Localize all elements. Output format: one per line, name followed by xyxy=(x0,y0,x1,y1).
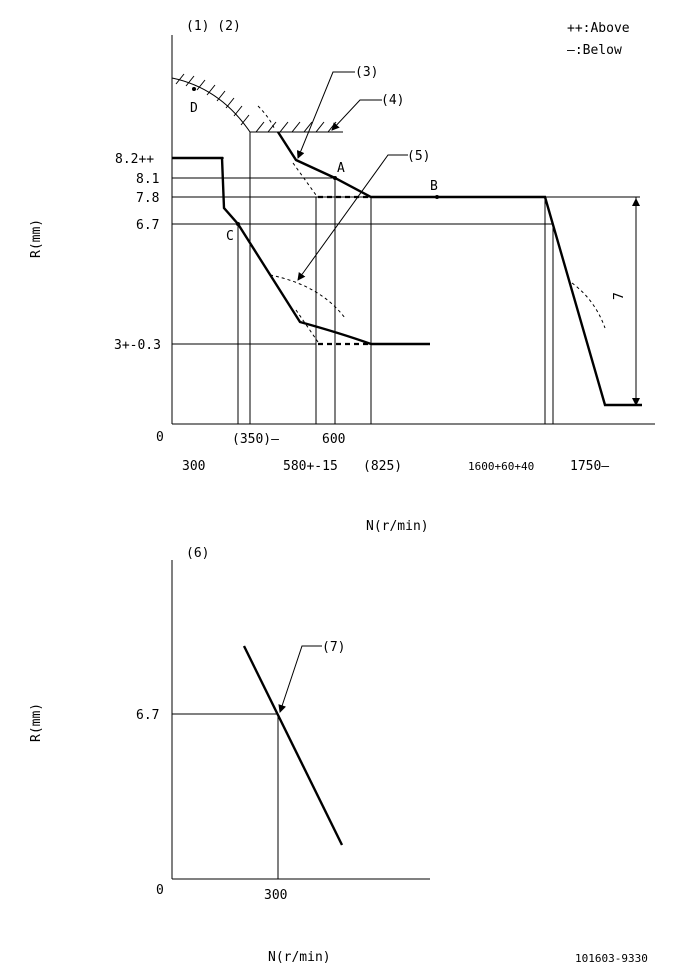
bottom-y-tick-6-7: 6.7 xyxy=(136,708,159,723)
part-number: 101603-9330 xyxy=(575,952,648,965)
dashed-curve-b xyxy=(292,162,317,196)
x-tick-580: 580+-15 xyxy=(283,459,338,474)
point-c-marker xyxy=(236,222,240,226)
x-tick-1600: 1600+60+40 xyxy=(468,460,534,473)
point-b-marker xyxy=(435,195,439,199)
callout-3-label: (3) xyxy=(355,65,378,80)
hatched-limit-boundary xyxy=(171,73,343,133)
y-tick-8-1: 8.1 xyxy=(136,172,159,187)
callout-4-leader xyxy=(331,99,382,131)
top-chart: (1) (2) ++:Above —:Below R(mm) 8.2++ 8.1… xyxy=(29,19,655,534)
bottom-x-tick-300: 300 xyxy=(264,888,287,903)
y-tick-7-8: 7.8 xyxy=(136,191,159,206)
callout-3-leader xyxy=(296,71,355,159)
top-origin: 0 xyxy=(156,430,164,445)
bottom-characteristic-line xyxy=(242,645,344,846)
x-tick-600: 600 xyxy=(322,432,345,447)
callout-5-label: (5) xyxy=(407,149,430,164)
callout-4-label: (4) xyxy=(381,93,404,108)
upper-characteristic-curve xyxy=(172,156,430,346)
point-d-marker xyxy=(192,87,196,91)
point-b-label: B xyxy=(430,179,438,194)
point-a-label: A xyxy=(337,161,345,176)
span-label: 7 xyxy=(612,292,627,300)
y-tick-6-7: 6.7 xyxy=(136,218,159,233)
x-tick-350: (350)— xyxy=(232,432,279,447)
top-y-axis-label: R(mm) xyxy=(29,219,44,258)
callout-7-label: (7) xyxy=(322,640,345,655)
callout-7-leader xyxy=(278,645,322,713)
y-tick-8-2: 8.2++ xyxy=(115,152,154,167)
callout-5-leader xyxy=(297,154,408,281)
bottom-y-axis-label: R(mm) xyxy=(29,703,44,742)
top-header-refs: (1) (2) xyxy=(186,19,241,34)
point-c-label: C xyxy=(226,229,234,244)
x-tick-1750: 1750— xyxy=(570,459,609,474)
top-x-axis-label: N(r/min) xyxy=(366,519,429,534)
y-tick-3: 3+-0.3 xyxy=(114,338,161,353)
point-d-label: D xyxy=(190,101,198,116)
bottom-x-axis-label: N(r/min) xyxy=(268,950,331,965)
bottom-origin: 0 xyxy=(156,883,164,898)
dashed-curve-a xyxy=(257,105,276,131)
legend-above: ++:Above xyxy=(567,21,630,36)
bottom-chart: (6) R(mm) 6.7 0 300 (7) N(r/min) xyxy=(29,546,430,965)
point-a-marker xyxy=(333,176,337,180)
legend-below: —:Below xyxy=(567,43,622,58)
x-tick-300: 300 xyxy=(182,459,205,474)
upper-rack-curve xyxy=(276,131,642,407)
dashed-curve-c xyxy=(269,274,346,319)
dashed-curve-d xyxy=(295,309,319,343)
bottom-header-ref: (6) xyxy=(186,546,209,561)
x-tick-825: (825) xyxy=(363,459,402,474)
